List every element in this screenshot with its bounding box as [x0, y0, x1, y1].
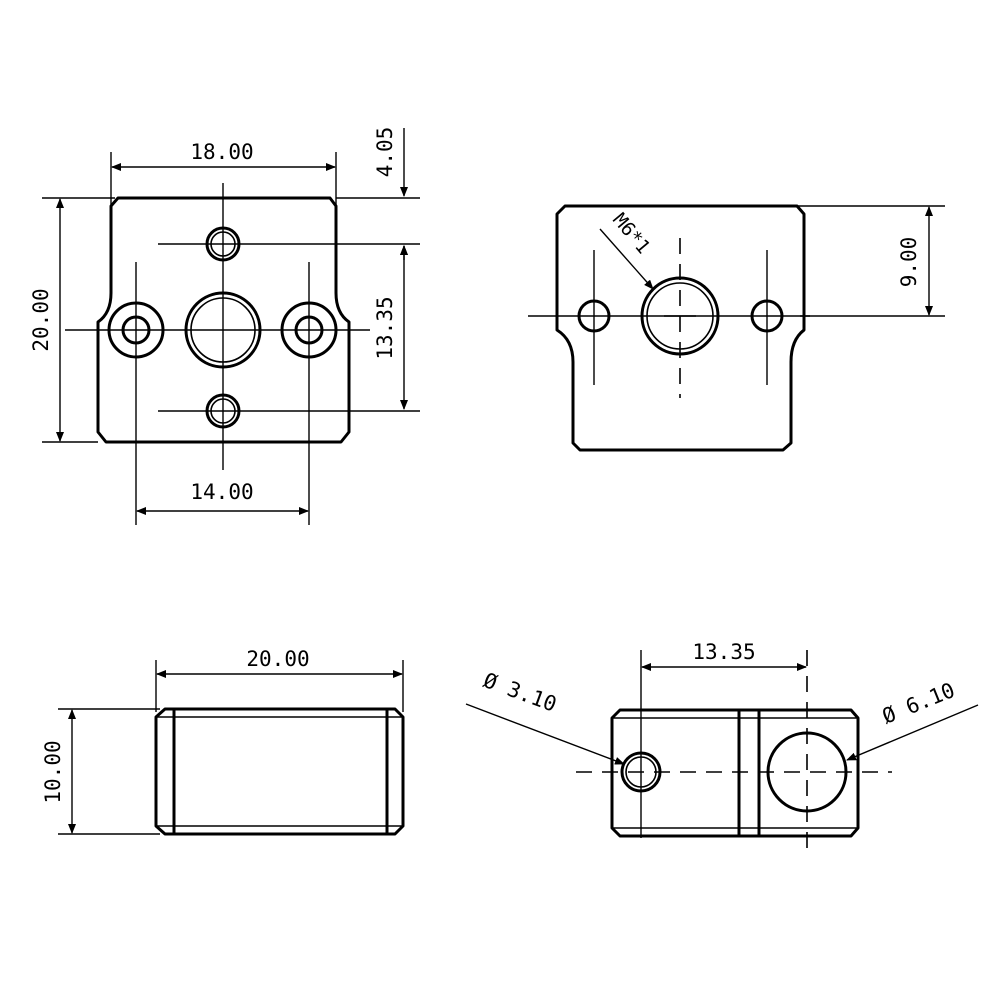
- thread-leader: [599, 228, 654, 290]
- dim-14-label: 14.00: [190, 480, 253, 504]
- end-view: 13.35 Ø 3.10 Ø 6.10: [465, 640, 979, 858]
- top-small-hole-upper: [205, 226, 241, 262]
- front-left-hole: [577, 299, 611, 333]
- front-right-hole: [750, 299, 784, 333]
- top-small-hole-lower: [205, 393, 241, 429]
- front-view-outline: [555, 204, 806, 452]
- dia310-label: Ø 3.10: [480, 668, 559, 716]
- end-large-hole: [766, 731, 848, 813]
- dim-side20-label: 20.00: [246, 647, 309, 671]
- top-right-hole-inner: [294, 315, 324, 345]
- front-thread-hole-inner: [646, 282, 714, 350]
- end-small-hole-inner: [625, 756, 657, 788]
- front-thread-hole-outer: [640, 276, 720, 356]
- end-small-hole: [620, 751, 662, 793]
- end-view-outline: [610, 708, 860, 838]
- thread-label: M6*1: [608, 209, 654, 258]
- top-center-hole-inner: [190, 297, 256, 363]
- side-view: 20.00 10.00: [41, 647, 405, 836]
- top-left-hole: [107, 301, 165, 359]
- side-view-outline: [154, 707, 405, 836]
- dia610-leader: [846, 704, 979, 761]
- top-left-hole-inner: [121, 315, 151, 345]
- dim-end1335-label: 13.35: [692, 640, 755, 664]
- dim-405-label: 4.05: [373, 127, 397, 178]
- top-view: 18.00 14.00 20.00 4.05 13.35: [29, 127, 420, 525]
- front-view: M6*1 9.00: [528, 204, 945, 452]
- dim-9-label: 9.00: [897, 237, 921, 288]
- top-right-hole: [280, 301, 338, 359]
- top-center-hole: [184, 291, 262, 369]
- dim-18-label: 18.00: [190, 140, 253, 164]
- top-view-outline: [96, 196, 351, 444]
- dia310-leader: [465, 703, 625, 765]
- top-small-hole-lower-inner: [210, 398, 236, 424]
- dia610-label: Ø 6.10: [879, 678, 958, 729]
- top-small-hole-upper-inner: [210, 231, 236, 257]
- dim-20-label: 20.00: [29, 288, 53, 351]
- dim-1335-label: 13.35: [373, 296, 397, 359]
- dim-side10-label: 10.00: [41, 740, 65, 803]
